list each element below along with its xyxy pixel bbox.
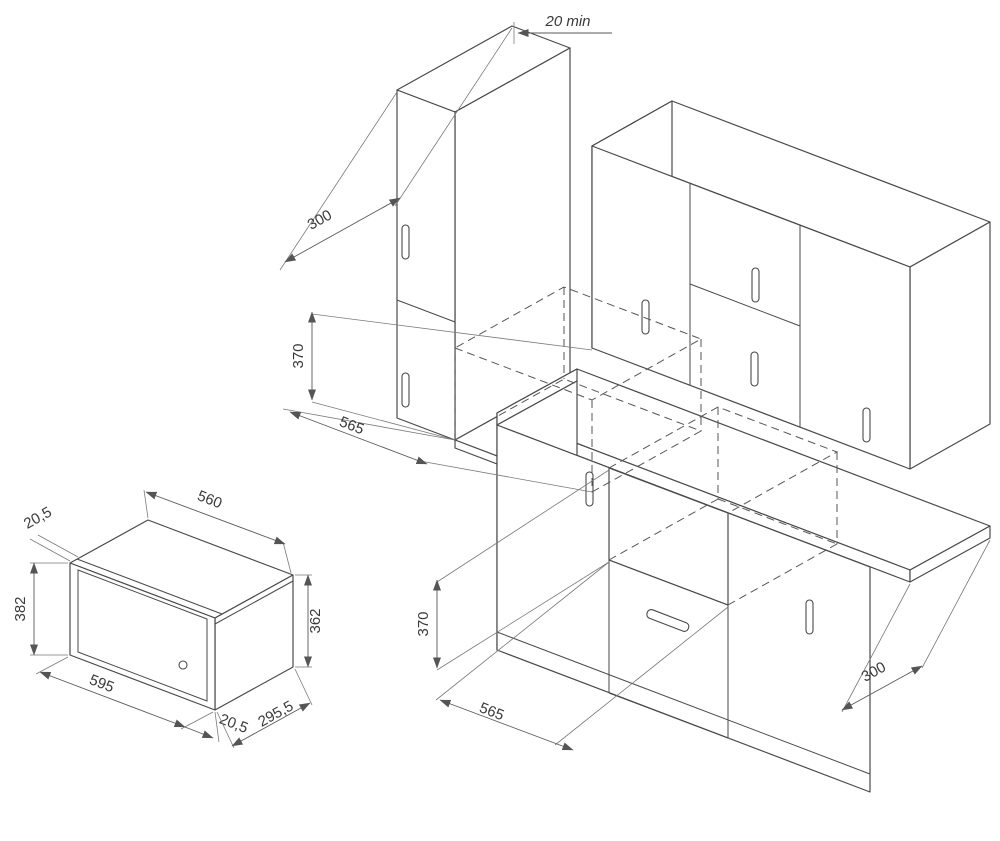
dim-mw-overall-height-label: 382 xyxy=(12,596,29,621)
cabinet-handle xyxy=(641,299,650,335)
dim-mw-body-height: 362 xyxy=(295,574,324,668)
dim-mw-overall-height: 382 xyxy=(12,562,68,656)
microwave-drawing: 560 20,5 382 362 595 20,5 xyxy=(12,487,324,749)
countertop xyxy=(496,368,991,583)
cabinet-handle xyxy=(585,471,594,507)
dim-mw-side-flange: 20,5 xyxy=(184,711,250,743)
dim-mw-overall-width-label: 595 xyxy=(87,671,116,696)
dim-mw-top-flange-label: 20,5 xyxy=(21,504,55,533)
countertop-right-end xyxy=(909,525,991,583)
dim-mw-overall-width: 595 xyxy=(35,656,214,730)
dim-upper-niche-width-label: 565 xyxy=(337,413,366,438)
base-drawer-front xyxy=(608,559,729,739)
dim-top-clearance-label: 20 min xyxy=(544,13,590,30)
dim-lower-niche-width-label: 565 xyxy=(477,699,506,724)
dim-upper-niche-height-label: 370 xyxy=(290,343,307,368)
cabinet-handle xyxy=(751,267,760,303)
cabinet-handle xyxy=(401,224,410,260)
dim-lower-niche-height-label: 370 xyxy=(415,611,432,636)
tall-cabinet-niche-side-wall xyxy=(454,47,571,441)
microwave-body-edges xyxy=(76,558,294,625)
dim-top-clearance: 20 min xyxy=(513,13,612,44)
base-front-face xyxy=(496,424,871,793)
microwave-door xyxy=(77,569,208,702)
upper-niche-hidden-outline xyxy=(453,286,703,493)
base-cabinets xyxy=(496,380,871,793)
wall-cabinet-door-dividers xyxy=(689,183,801,427)
cabinet-handle xyxy=(401,372,410,408)
dim-mw-body-height-label: 362 xyxy=(307,608,324,633)
microwave-door-handle xyxy=(178,660,188,670)
dim-mw-depth-label: 295,5 xyxy=(255,698,296,731)
dim-lower-niche-height: 370 xyxy=(415,469,610,671)
dim-mw-top-flange: 20,5 xyxy=(21,504,79,562)
lower-niche-hidden-outline xyxy=(608,406,839,606)
kitchen-cabinets-drawing: 20 min 300 370 565 370 565 xyxy=(279,13,991,793)
cabinet-handle xyxy=(750,351,759,387)
dim-mw-body-width-label: 560 xyxy=(195,487,224,512)
tall-cabinet-door-split xyxy=(396,299,456,323)
cabinet-handle xyxy=(805,599,814,635)
dim-upper-depth-label: 300 xyxy=(305,207,335,234)
wall-cabinets xyxy=(591,100,991,470)
cabinet-handle xyxy=(862,407,871,443)
dim-mw-side-flange-label: 20,5 xyxy=(217,711,250,737)
drawer-handle xyxy=(646,608,690,632)
tall-cabinet xyxy=(396,25,571,441)
